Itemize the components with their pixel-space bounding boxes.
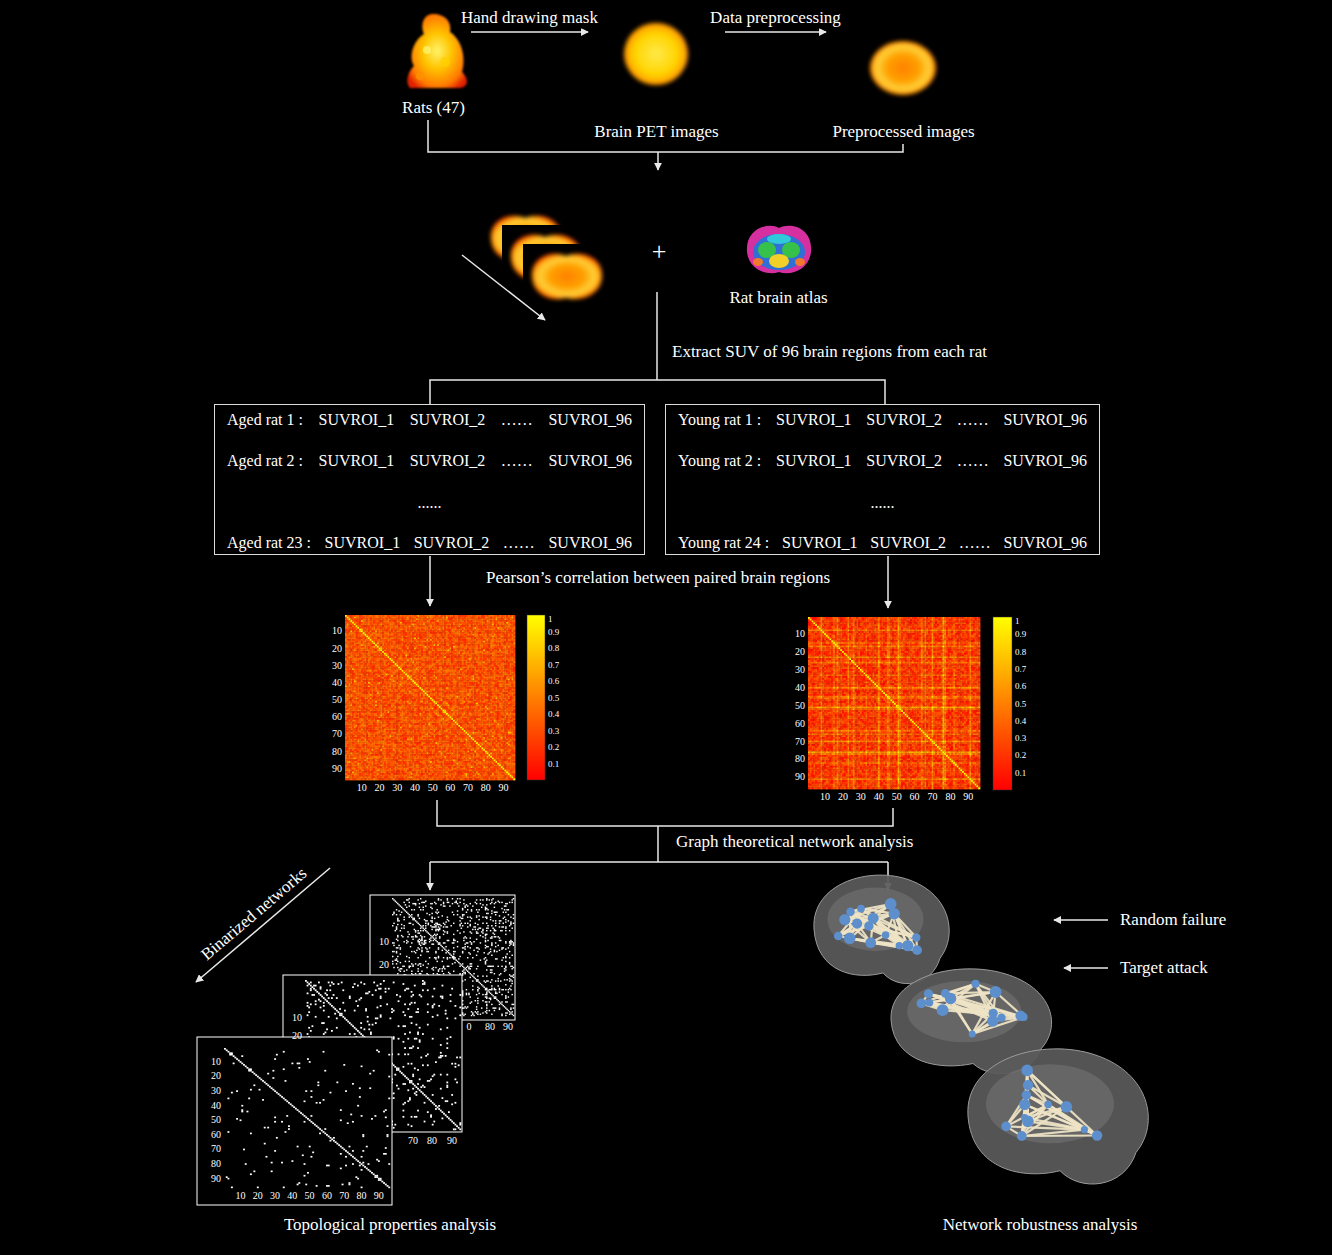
figure-canvas: Rats (47)Brain PET imagesPreprocessed im… <box>0 0 1332 1255</box>
